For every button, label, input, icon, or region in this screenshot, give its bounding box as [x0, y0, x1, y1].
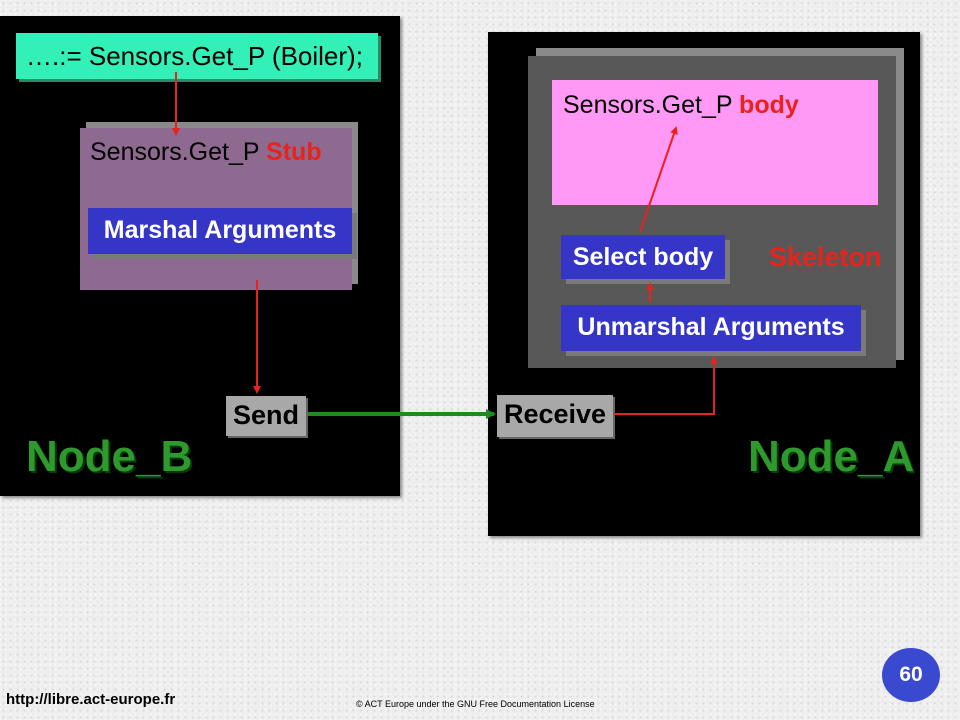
body-title: Sensors.Get_P body	[563, 91, 799, 120]
body-word: body	[739, 91, 799, 119]
footer-license: © ACT Europe under the GNU Free Document…	[356, 699, 595, 709]
marshal-arguments-box: Marshal Arguments	[88, 208, 352, 254]
node-a-label: Node_A	[748, 432, 915, 481]
arrow-receive-to-unmarshal	[614, 356, 718, 415]
call-line: ….:= Sensors.Get_P (Boiler);	[16, 33, 378, 79]
send-box: Send	[226, 396, 306, 436]
arrow-select-to-body	[639, 126, 678, 233]
footer-url[interactable]: http://libre.act-europe.fr	[6, 691, 176, 708]
body-box	[552, 80, 878, 205]
stub-word: Stub	[266, 138, 322, 166]
select-body-box: Select body	[561, 235, 725, 279]
skeleton-label: Skeleton	[769, 242, 882, 272]
page-number-badge: 60	[882, 648, 940, 702]
receive-box: Receive	[497, 395, 613, 437]
node-b-label: Node_B	[26, 432, 193, 481]
stub-title: Sensors.Get_P Stub	[90, 138, 322, 167]
stub-title-text: Sensors.Get_P	[90, 138, 260, 166]
unmarshal-arguments-box: Unmarshal Arguments	[561, 305, 861, 351]
body-title-text: Sensors.Get_P	[563, 91, 733, 119]
